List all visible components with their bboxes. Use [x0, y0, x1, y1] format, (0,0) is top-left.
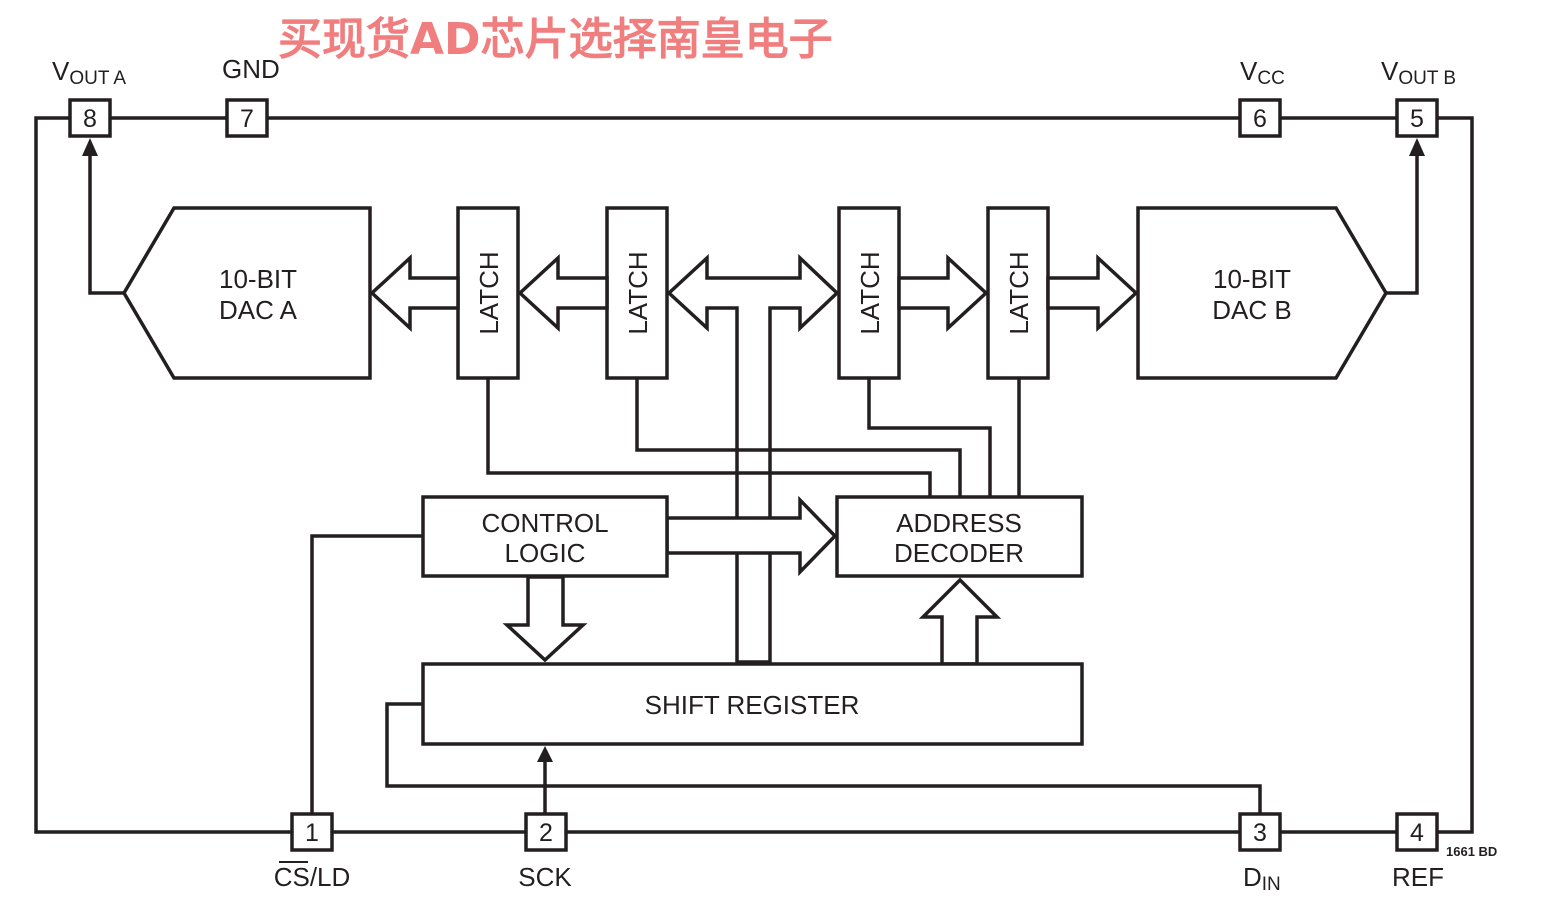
pin-1: 1	[290, 812, 334, 852]
dac-b-output-wire	[1386, 148, 1419, 295]
dac-b-line1: 10-BIT	[1213, 264, 1291, 294]
pin-7: 7	[225, 98, 269, 138]
cs-ld-wire	[310, 534, 423, 816]
dac-a-line2: DAC A	[219, 295, 298, 325]
pin-3: 3	[1238, 812, 1282, 852]
latch3-to-latch4-bus-arrow	[897, 254, 989, 332]
latch-1-enable-wire	[486, 378, 932, 496]
shift-register-to-decoder-arrow	[918, 577, 1002, 666]
address-decoder-line1: ADDRESS	[896, 508, 1022, 538]
pin-3-number: 3	[1253, 819, 1267, 847]
latch-3-label: LATCH	[855, 251, 885, 334]
latch-2-enable-wire	[635, 378, 962, 496]
control-to-decoder-bus-arrow	[665, 495, 838, 577]
latch1-to-dac-a-bus-arrow	[369, 254, 460, 332]
watermark-text: 买现货AD芯片选择南皇电子	[278, 14, 833, 65]
pin-7-number: 7	[240, 105, 254, 133]
pin-5: 5	[1395, 98, 1439, 138]
pin-5-number: 5	[1410, 105, 1424, 133]
shift-register-label: SHIFT REGISTER	[645, 690, 860, 720]
pin-6-number: 6	[1253, 105, 1267, 133]
dac-a-output-wire	[88, 148, 124, 295]
address-decoder-line2: DECODER	[894, 538, 1024, 568]
pin-2-label: SCK	[518, 862, 572, 892]
latch-1-label: LATCH	[474, 251, 504, 334]
vout-a-arrowhead	[82, 138, 98, 156]
figure-code: 1661 BD	[1446, 844, 1497, 859]
pin-8: 8	[68, 98, 112, 138]
dac-b-line2: DAC B	[1212, 295, 1291, 325]
pin-4: 4	[1395, 812, 1439, 852]
pin-6: 6	[1238, 98, 1282, 138]
pin-4-label: REF	[1392, 862, 1444, 892]
dac-b-block	[1136, 206, 1389, 380]
control-to-shift-register-arrow	[502, 575, 588, 663]
pin-1-label: CS/LD	[274, 862, 351, 892]
pin-4-number: 4	[1410, 819, 1424, 847]
address-decoder-block	[835, 495, 1084, 578]
dac-a-block	[121, 206, 372, 380]
pin-5-label: VOUT B	[1381, 56, 1456, 89]
pin-3-label: DIN	[1243, 862, 1281, 895]
package-outline	[34, 116, 1474, 834]
latch-2-label: LATCH	[623, 251, 653, 334]
latch-4-label: LATCH	[1004, 251, 1034, 334]
pin-2: 2	[524, 812, 568, 852]
control-logic-line2: LOGIC	[505, 538, 586, 568]
dac-a-line1: 10-BIT	[219, 264, 297, 294]
latch4-to-dac-b-bus-arrow	[1046, 254, 1139, 332]
vout-b-arrowhead	[1409, 138, 1425, 156]
latch2-to-latch1-bus-arrow	[517, 254, 609, 332]
pin-1-number: 1	[305, 819, 319, 847]
pin-8-number: 8	[83, 105, 97, 133]
sck-arrowhead	[537, 746, 553, 762]
din-wire	[385, 702, 1262, 816]
control-logic-line1: CONTROL	[481, 508, 608, 538]
pin-6-label: VCC	[1240, 56, 1285, 89]
pin-7-label: GND	[222, 54, 280, 84]
data-bus-double-arrow	[666, 253, 840, 664]
pin-8-label: VOUT A	[52, 56, 126, 89]
pin-2-number: 2	[539, 819, 553, 847]
latch-3-enable-wire	[867, 378, 992, 496]
